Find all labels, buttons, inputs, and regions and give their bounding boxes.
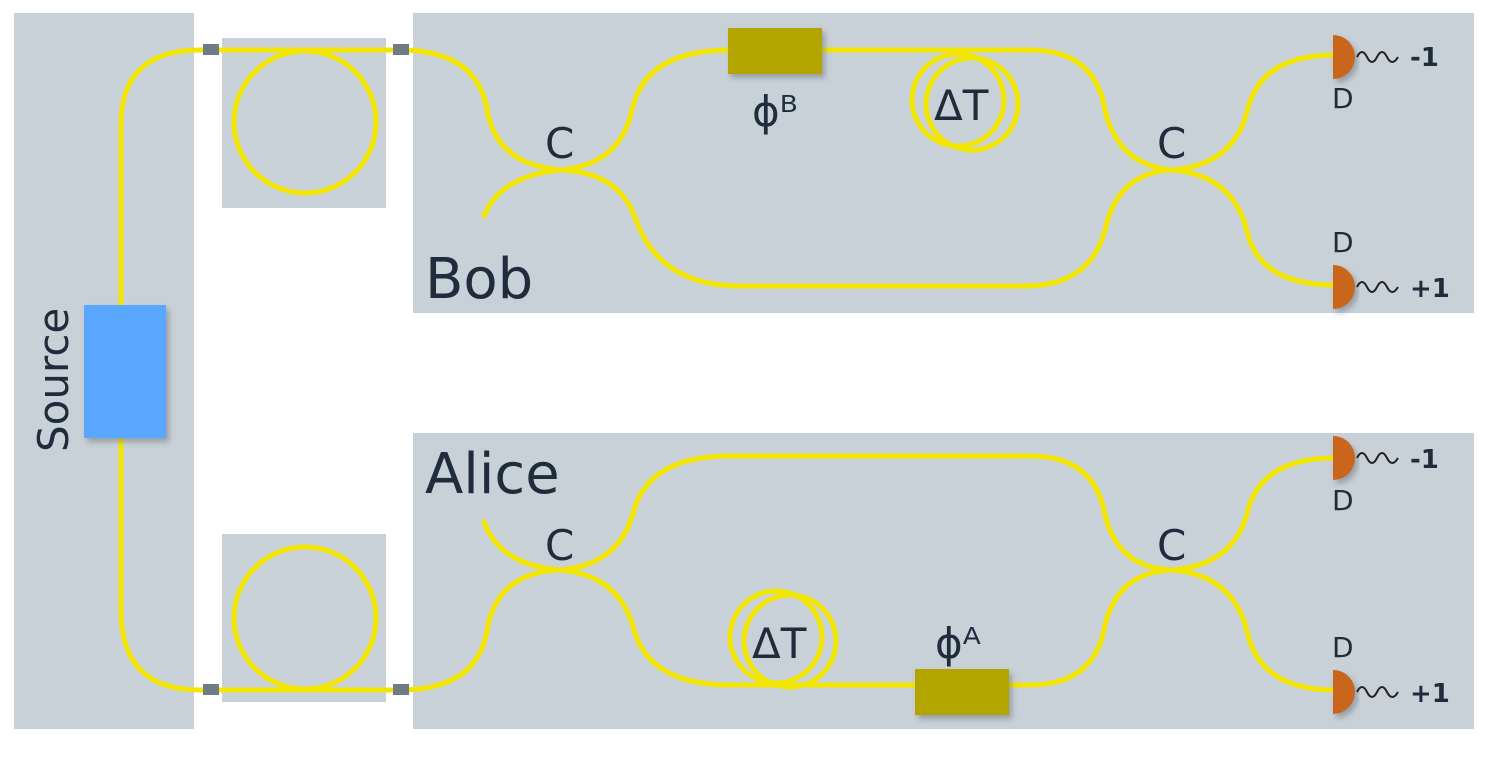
bob-fiber-spool [231,48,379,196]
bob-det-plus-fiber [1169,167,1338,288]
alice-short-arm [557,567,918,688]
bob-coupler1-upper-out [557,47,733,173]
bob-output-plus-label: +1 [1410,274,1450,304]
alice-long-arm [557,453,1175,573]
bob-output-minus-label: -1 [1410,43,1439,73]
bob-coupler-2-label: C [1157,119,1186,168]
alice-det-minus-fiber [1169,455,1338,573]
bob-coupler-1-label: C [545,119,574,168]
bob-spool-panel [222,38,386,208]
bob-delay-loop-2 [923,55,1021,153]
bob-detector-plus-label: D [1332,226,1354,259]
alice-detector-plus [1333,670,1399,714]
alice-phase-modulator [915,669,1009,715]
bob-phase-modulator [728,28,822,74]
alice-label: Alice [425,442,560,507]
alice-coupler-2-label: C [1157,521,1186,570]
alice-det-plus-fiber [1169,567,1338,693]
alice-phase-label: ϕᴬ [935,619,981,668]
bob-delay-label: ΔT [934,81,989,130]
connector [203,44,219,55]
bob-phase-label: ϕᴮ [752,87,798,136]
alice-link-fiber [207,567,563,693]
connector [393,44,409,55]
alice-phase-out [1005,567,1175,688]
alice-detector-plus-label: D [1332,631,1354,664]
alice-output-minus-label: -1 [1410,445,1439,475]
bob-detector-plus [1333,265,1399,309]
bob-label: Bob [425,247,533,312]
alice-fiber-spool [231,544,379,692]
alice-delay-loop-2 [741,592,839,690]
alice-detector-minus-label: D [1332,484,1354,517]
alice-detector-minus [1333,436,1399,480]
alice-delay-label: ΔT [752,619,807,668]
connector [393,684,409,695]
source-fiber-top [118,47,213,308]
bob-det-minus-fiber [1169,52,1338,173]
bob-link-fiber [207,47,563,173]
bob-detector-minus [1333,35,1399,79]
bob-coupler1-unused-port [481,167,563,219]
alice-spool-panel [222,534,386,702]
source-fiber-bottom [118,437,213,693]
bob-coupler1-lower-out [557,167,1175,289]
alice-output-plus-label: +1 [1410,679,1450,709]
bob-long-arm [819,47,1175,173]
bob-detector-minus-label: D [1332,82,1354,115]
source-label: Source [29,308,78,452]
alice-coupler-1-label: C [545,521,574,570]
alice-coupler1-unused-port [481,519,563,573]
source-box [84,305,166,438]
connector [203,684,219,695]
